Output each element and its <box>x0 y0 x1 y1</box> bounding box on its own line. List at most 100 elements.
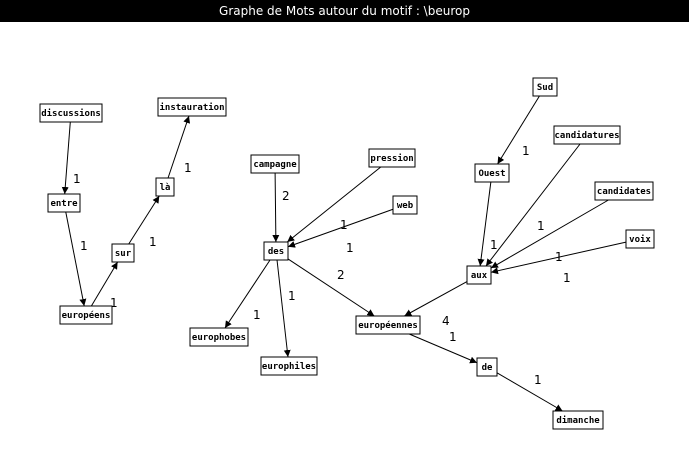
edge-arrow <box>276 259 291 358</box>
node-box <box>392 195 418 215</box>
node-des[interactable]: des <box>263 241 289 261</box>
node-box <box>476 357 498 377</box>
node-europeennes[interactable]: européennes <box>355 315 421 335</box>
edge-europeennes-to-de: 1 <box>409 330 478 364</box>
edge-arrow <box>490 241 627 275</box>
edge-weight-label: 1 <box>490 238 498 252</box>
edge-weight-label: 1 <box>288 289 296 303</box>
node-label: pression <box>370 153 413 164</box>
node-box <box>263 241 289 261</box>
node-de[interactable]: de <box>476 357 498 377</box>
node-box <box>625 229 655 249</box>
edge-arrow <box>477 181 492 267</box>
node-label: là <box>160 183 171 193</box>
node-label: des <box>268 247 284 257</box>
edge-arrow <box>224 259 271 329</box>
node-aux[interactable]: aux <box>466 265 492 285</box>
node-dimanche[interactable]: dimanche <box>552 410 604 430</box>
edge-des-to-europhiles: 1 <box>276 259 296 358</box>
edge-web-to-des: 1 <box>287 208 394 255</box>
node-la[interactable]: là <box>155 177 175 197</box>
edge-weight-label: 1 <box>563 271 571 285</box>
node-box <box>111 243 135 263</box>
node-candidatures[interactable]: candidatures <box>553 125 621 145</box>
edge-arrow <box>496 372 563 412</box>
edge-weight-label: 1 <box>522 144 530 158</box>
node-box <box>552 410 604 430</box>
edge-des-to-europhobes: 1 <box>224 259 271 329</box>
node-label: européens <box>62 310 111 321</box>
node-label: europhiles <box>262 361 316 372</box>
node-ouest[interactable]: Ouest <box>474 163 510 183</box>
node-label: Ouest <box>478 169 505 179</box>
edge-arrow <box>485 143 581 267</box>
node-web[interactable]: web <box>392 195 418 215</box>
node-europeens[interactable]: européens <box>59 305 113 325</box>
edge-candidates-to-aux: 1 <box>490 199 609 269</box>
edge-weight-label: 2 <box>337 268 345 282</box>
node-box <box>466 265 492 285</box>
node-label: de <box>482 363 493 373</box>
node-box <box>155 177 175 197</box>
edge-arrow <box>272 172 280 243</box>
node-label: discussions <box>41 108 101 119</box>
edge-sud-to-ouest: 1 <box>497 95 540 165</box>
edge-arrow <box>128 195 160 245</box>
node-box <box>474 163 510 183</box>
edge-weight-label: 1 <box>149 235 157 249</box>
edge-weight-label: 1 <box>346 241 354 255</box>
edge-de-to-dimanche: 1 <box>496 372 563 412</box>
edge-weight-label: 1 <box>537 219 545 233</box>
edge-weight-label: 1 <box>73 172 81 186</box>
node-label: entre <box>50 199 78 209</box>
node-box <box>553 125 621 145</box>
node-box <box>594 181 654 201</box>
edge-arrow <box>490 199 609 269</box>
node-box <box>189 327 249 347</box>
edge-arrow <box>287 208 394 248</box>
node-entre[interactable]: entre <box>47 193 81 213</box>
node-europhiles[interactable]: europhiles <box>260 356 318 376</box>
edge-arrow <box>90 261 119 307</box>
edge-candidatures-to-aux: 1 <box>485 143 581 267</box>
node-instauration[interactable]: instauration <box>157 97 227 117</box>
edge-arrow <box>167 115 191 179</box>
edge-weight-label: 1 <box>110 296 118 310</box>
edge-arrow <box>497 95 540 165</box>
edge-campagne-to-des: 2 <box>272 172 290 243</box>
edge-aux-to-europeennes: 4 <box>404 281 468 328</box>
edge-discussions-to-entre: 1 <box>61 121 81 195</box>
edge-weight-label: 2 <box>282 189 290 203</box>
node-sur[interactable]: sur <box>111 243 135 263</box>
edge-des-to-europeennes: 2 <box>287 258 375 317</box>
node-label: candidates <box>597 186 651 197</box>
edge-arrow <box>409 333 478 364</box>
node-box <box>260 356 318 376</box>
node-campagne[interactable]: campagne <box>250 154 300 174</box>
node-box <box>59 305 113 325</box>
edge-voix-to-aux: 1 <box>490 241 627 285</box>
edge-sur-to-la: 1 <box>128 195 160 249</box>
edge-weight-label: 1 <box>184 161 192 175</box>
node-discussions[interactable]: discussions <box>39 103 103 123</box>
node-voix[interactable]: voix <box>625 229 655 249</box>
node-candidates[interactable]: candidates <box>594 181 654 201</box>
node-label: web <box>397 201 414 211</box>
edge-weight-label: 1 <box>340 218 348 232</box>
edge-entre-to-europeens: 1 <box>65 211 88 307</box>
edge-weight-label: 4 <box>442 314 450 328</box>
node-sud[interactable]: Sud <box>532 77 558 97</box>
node-box <box>355 315 421 335</box>
node-pression[interactable]: pression <box>368 148 416 168</box>
node-box <box>368 148 416 168</box>
node-europhobes[interactable]: europhobes <box>189 327 249 347</box>
node-label: voix <box>629 234 651 245</box>
edge-weight-label: 1 <box>449 330 457 344</box>
node-label: aux <box>471 271 488 281</box>
edge-arrow <box>65 211 87 307</box>
edge-arrow <box>404 281 468 317</box>
node-label: candidatures <box>554 130 619 141</box>
edge-arrow <box>61 121 71 195</box>
node-box <box>532 77 558 97</box>
